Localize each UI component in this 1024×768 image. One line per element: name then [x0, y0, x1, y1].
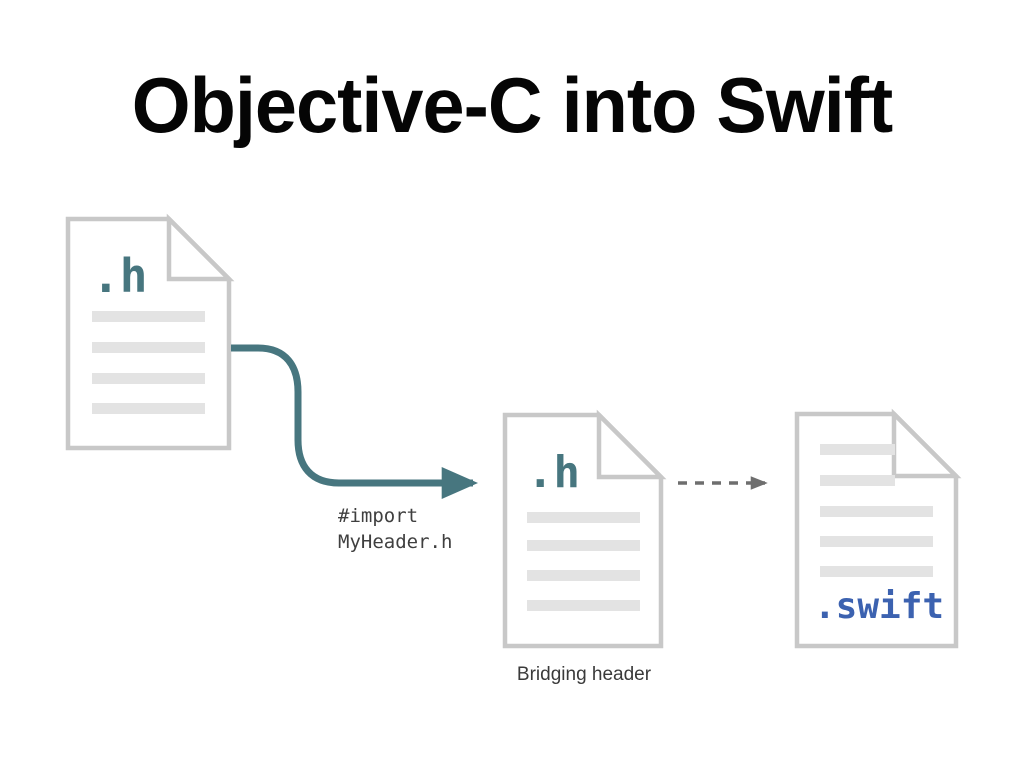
import-statement-label: #import MyHeader.h	[338, 505, 453, 553]
doc-content-line	[92, 403, 205, 414]
doc-content-line	[820, 566, 933, 577]
document-objc-header[interactable]	[65, 213, 235, 451]
doc-content-line	[820, 475, 895, 486]
doc-content-line	[820, 506, 933, 517]
doc-content-line	[92, 342, 205, 353]
doc-content-line	[527, 570, 640, 581]
doc-extension-label-objc-header: .h	[92, 249, 148, 303]
doc-content-line	[820, 536, 933, 547]
page-title: Objective-C into Swift	[131, 61, 894, 149]
doc-extension-label-swift-file: .swift	[814, 586, 945, 627]
doc-extension-label-bridging-header: .h	[527, 447, 580, 498]
doc-fold-bridging-header	[596, 409, 667, 480]
doc-fold-objc-header	[166, 213, 235, 282]
bridging-header-caption: Bridging header	[516, 664, 652, 685]
document-swift-file[interactable]	[794, 408, 962, 649]
doc-content-line	[527, 600, 640, 611]
doc-content-line	[527, 512, 640, 523]
doc-content-line	[92, 373, 205, 384]
doc-content-line	[527, 540, 640, 551]
import-connector-arrow	[231, 344, 479, 500]
doc-content-line	[92, 311, 205, 322]
doc-fold-swift-file	[891, 408, 962, 479]
doc-content-line	[820, 444, 895, 455]
document-bridging-header[interactable]	[502, 409, 667, 649]
